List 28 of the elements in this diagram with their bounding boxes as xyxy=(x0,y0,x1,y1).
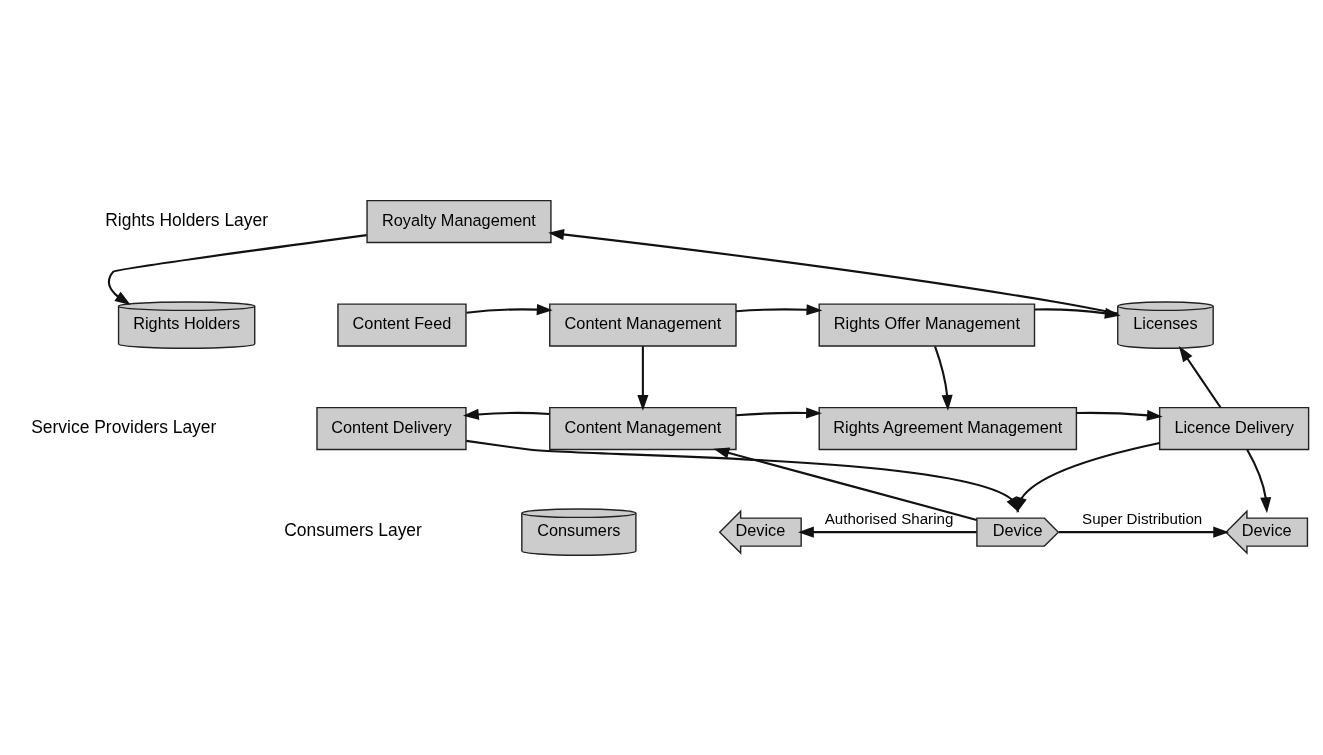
label: Consumers Layer xyxy=(284,519,422,540)
arrow xyxy=(637,345,649,411)
arrow xyxy=(548,228,1118,315)
arrow xyxy=(798,526,977,538)
node-box: Licence Delivery xyxy=(1158,406,1310,450)
node-box: Content Management xyxy=(549,406,737,450)
edge-label: Super Distribution xyxy=(1082,509,1203,527)
arrow xyxy=(1058,526,1230,538)
node-box: Rights Agreement Management xyxy=(818,406,1078,450)
edge-label: Authorised Sharing xyxy=(824,509,954,527)
node-box: Rights Offer Management xyxy=(818,302,1036,347)
label: Rights Holders Layer xyxy=(105,209,269,230)
arrow xyxy=(1076,409,1163,421)
arrow xyxy=(934,345,953,411)
node-box: Content Management xyxy=(549,302,737,347)
arrow xyxy=(466,303,553,315)
arrow xyxy=(736,303,823,315)
node-box: Content Delivery xyxy=(316,406,467,450)
arrow xyxy=(713,447,977,521)
arrow xyxy=(1178,345,1222,408)
arrow xyxy=(1016,441,1160,513)
arrow xyxy=(1246,448,1272,513)
arrow xyxy=(107,233,367,305)
label: Service Providers Layer xyxy=(31,416,217,437)
node-box: Content Feed xyxy=(337,302,467,347)
arrow xyxy=(736,406,822,419)
node-box: Royalty Management xyxy=(366,199,552,243)
arrow xyxy=(462,408,550,420)
